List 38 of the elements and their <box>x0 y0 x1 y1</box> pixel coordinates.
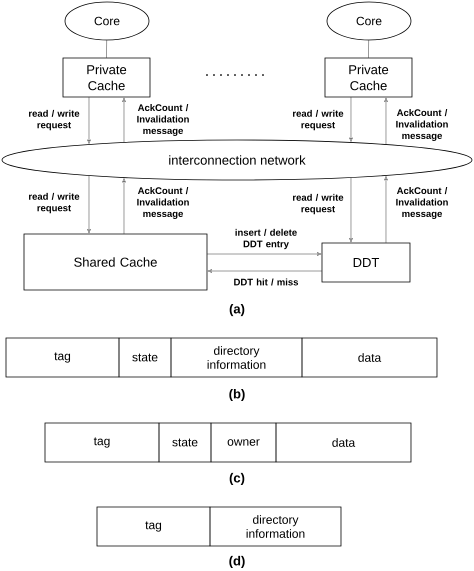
arrow <box>349 178 353 242</box>
arrow <box>384 176 388 243</box>
field-cell: state <box>118 338 172 378</box>
edge-label: read / write request <box>29 110 80 130</box>
field-cell: tag <box>96 506 210 546</box>
arrow <box>207 252 322 256</box>
field-cell: tag <box>44 422 160 462</box>
field-cell: directory information <box>210 506 342 546</box>
edge-label: AckCount / Invalidation message <box>137 104 189 136</box>
edge-label: read / write request <box>293 110 344 130</box>
edge-label: read / write request <box>29 192 80 214</box>
figure-caption: (c) <box>230 472 244 486</box>
edge-label: read / write request <box>293 194 344 214</box>
field-cell: data <box>276 422 412 462</box>
field-cell: tag <box>6 338 120 378</box>
arrow <box>87 176 91 234</box>
edge-label: DDT hit / miss <box>234 278 298 286</box>
field-cell: state <box>158 422 212 462</box>
field-cell: data <box>302 338 438 378</box>
cache-box: Private Cache <box>324 58 412 98</box>
cache-box: DDT <box>322 242 410 282</box>
edge-label: AckCount / Invalidation message <box>137 187 189 219</box>
cache-box: Private Cache <box>62 58 150 98</box>
arrow <box>349 97 353 142</box>
edge-label: insert / delete DDT entry <box>236 228 297 250</box>
arrow <box>122 178 126 234</box>
figure-caption: (b) <box>229 388 245 402</box>
arrow <box>87 97 91 144</box>
edge-label: AckCount / Invalidation message <box>396 187 448 219</box>
cache-box: Shared Cache <box>24 234 208 290</box>
arrow <box>122 98 126 142</box>
figure-caption: (d) <box>229 556 245 568</box>
field-cell: owner <box>210 422 276 462</box>
edge-label: AckCount / Invalidation message <box>396 109 448 141</box>
arrow <box>208 269 322 273</box>
figure-caption: (a) <box>230 304 244 316</box>
field-cell: directory information <box>170 338 302 378</box>
arrow <box>384 98 388 144</box>
